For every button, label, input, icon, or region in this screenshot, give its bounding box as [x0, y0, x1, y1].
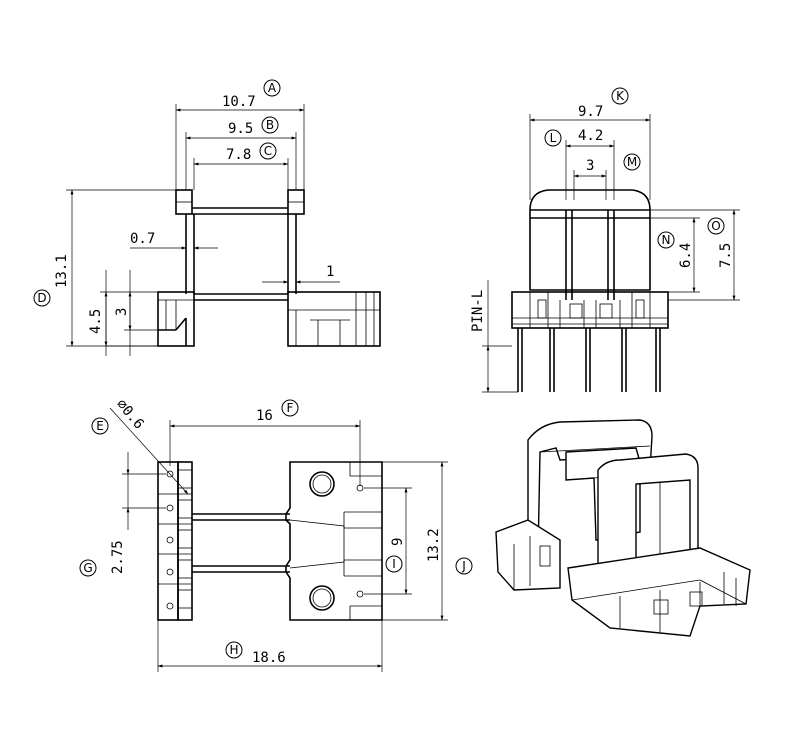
side-view: 9.7 K 4.2 L 3 M [470, 87, 740, 393]
label-c-circle [259, 142, 277, 160]
flange-thickness-dim: 0.7 [130, 231, 155, 247]
label-f: F [287, 401, 294, 415]
pin-pitch-dim: 2.75 [110, 540, 126, 574]
depth-dim: 13.2 [426, 528, 442, 562]
side-core-width-dim: 4.2 [578, 128, 603, 144]
label-n-circle [657, 231, 675, 249]
front-height-dim: 13.1 [54, 254, 70, 288]
mount-hole-spacing-dim: 9 [390, 538, 406, 546]
label-k: K [616, 89, 625, 103]
label-f-circle [281, 399, 299, 417]
label-c: C [264, 144, 272, 158]
label-n: N [662, 233, 671, 247]
label-m-circle [623, 153, 641, 171]
bottom-view: 16 F ∅0.6 E [79, 396, 473, 672]
label-h: H [229, 643, 238, 657]
side-center-width-dim: 3 [586, 158, 594, 174]
label-o: O [711, 219, 720, 233]
side-width-dim: 9.7 [578, 104, 603, 120]
front-slot-width-dim: 7.8 [226, 147, 251, 163]
front-view: 10.7 A 9.5 B 7.8 C 0.7 [33, 79, 381, 356]
label-i: I [392, 557, 396, 571]
pin-row-span-dim: 16 [256, 408, 273, 424]
label-b-circle [261, 116, 279, 134]
tab-width-dim: 1 [326, 264, 334, 280]
label-e-circle [91, 417, 109, 435]
length-dim: 18.6 [252, 650, 286, 666]
label-a-circle [263, 79, 281, 97]
base-height-dim: 4.5 [88, 309, 104, 334]
pin-diameter-dim: ∅0.6 [113, 396, 147, 432]
front-width-dim: 10.7 [222, 94, 256, 110]
label-o-circle [707, 217, 725, 235]
label-h-circle [225, 641, 243, 659]
label-i-circle [385, 555, 403, 573]
pin-length-dim: PIN-L [470, 290, 486, 332]
isometric-view [495, 419, 751, 637]
label-j: J [461, 559, 466, 573]
label-g-circle [79, 559, 97, 577]
label-d-circle [33, 289, 51, 307]
label-e: E [96, 419, 104, 433]
label-b: B [266, 118, 274, 132]
base-inner-dim: 3 [114, 308, 130, 316]
label-j-circle [455, 557, 473, 575]
total-height-dim: 7.5 [718, 243, 734, 268]
label-m: M [627, 155, 637, 169]
label-d: D [37, 291, 46, 305]
label-l-circle [544, 129, 562, 147]
core-height-dim: 6.4 [678, 243, 694, 268]
label-g: G [83, 561, 92, 575]
label-l: L [550, 131, 557, 145]
label-k-circle [611, 87, 629, 105]
label-a: A [268, 81, 277, 95]
front-inner-width-dim: 9.5 [228, 121, 253, 137]
